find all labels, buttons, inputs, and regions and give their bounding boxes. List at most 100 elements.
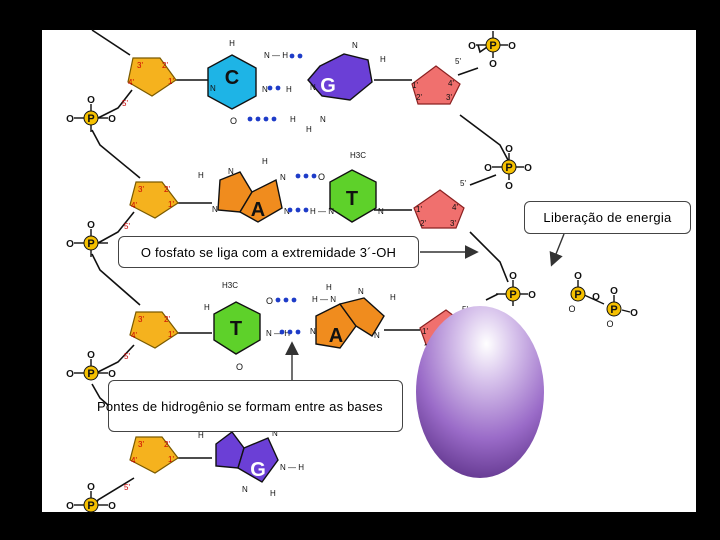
- svg-text:O: O: [236, 362, 243, 372]
- phosphate-left-4: P O O O: [66, 482, 116, 513]
- svg-text:P: P: [489, 40, 496, 52]
- svg-text:N: N: [272, 429, 278, 438]
- svg-text:1': 1': [416, 205, 422, 214]
- thymine-label: T: [346, 188, 358, 210]
- svg-text:H — N: H — N: [310, 207, 334, 216]
- svg-text:4': 4': [452, 203, 458, 212]
- svg-text:G: G: [250, 459, 266, 481]
- svg-text:3': 3': [446, 93, 452, 102]
- base-pair-cg-1: C G H N — H N N O H H H N H N N: [207, 39, 386, 134]
- svg-text:1': 1': [168, 455, 174, 464]
- svg-text:N — H: N — H: [264, 51, 288, 60]
- svg-text:4': 4': [131, 456, 137, 465]
- svg-text:H: H: [380, 55, 386, 64]
- phosphate-right-2: P O O O O: [484, 144, 532, 192]
- svg-text:H: H: [306, 125, 312, 134]
- svg-text:1': 1': [422, 327, 428, 336]
- svg-text:N: N: [358, 287, 364, 296]
- svg-text:O: O: [318, 172, 325, 182]
- svg-text:2': 2': [164, 185, 170, 194]
- svg-text:P: P: [87, 113, 94, 125]
- svg-text:O: O: [505, 144, 513, 155]
- svg-text:N: N: [374, 331, 380, 340]
- left-sugar-4: 3' 2' 4' 1' 5': [124, 436, 179, 492]
- base-pair-ta-1: T H3C H O N — H O A H — N H N H N N: [204, 281, 396, 372]
- svg-text:5': 5': [122, 99, 128, 108]
- callout-hydrogen-bonds-text: Pontes de hidrogênio se formam entre as …: [97, 398, 383, 414]
- svg-text:2': 2': [164, 315, 170, 324]
- svg-text:N: N: [210, 84, 216, 93]
- svg-text:O: O: [508, 41, 516, 52]
- svg-text:O: O: [606, 319, 613, 329]
- svg-text:N: N: [284, 207, 290, 216]
- svg-text:N: N: [212, 205, 218, 214]
- callout-energy-release: Liberação de energia: [524, 201, 691, 234]
- svg-text:O: O: [66, 501, 74, 512]
- hbonds-cg-1: [247, 53, 303, 122]
- svg-text:O: O: [630, 308, 638, 319]
- svg-text:O: O: [87, 482, 95, 493]
- svg-text:H: H: [229, 39, 235, 48]
- callout-hydrogen-bonds: Pontes de hidrogênio se formam entre as …: [97, 380, 403, 432]
- glycosidic-bonds: [176, 79, 420, 459]
- svg-text:1': 1': [168, 330, 174, 339]
- svg-text:N: N: [378, 207, 384, 216]
- svg-text:H: H: [262, 157, 268, 166]
- svg-text:N: N: [242, 485, 248, 494]
- hbonds-at-1: [287, 173, 317, 213]
- base-pair-at-1: A T H3C H N N H N N O H — N N: [198, 151, 384, 223]
- svg-text:4': 4': [131, 201, 137, 210]
- svg-text:O: O: [574, 271, 582, 282]
- phosphate-left-2: P O O: [66, 220, 108, 257]
- svg-text:O: O: [484, 163, 492, 174]
- phosphate-left-1: P O O O: [66, 95, 116, 132]
- svg-text:O: O: [592, 292, 600, 303]
- svg-text:N: N: [310, 83, 316, 92]
- label-3prime: 3': [137, 61, 143, 70]
- svg-text:2': 2': [164, 440, 170, 449]
- svg-text:5': 5': [124, 222, 130, 231]
- phosphate-right-3: P O O: [496, 271, 536, 306]
- svg-text:H: H: [326, 283, 332, 292]
- svg-text:H — N: H — N: [312, 295, 336, 304]
- svg-text:P: P: [574, 289, 581, 301]
- svg-text:4': 4': [128, 78, 134, 87]
- arrow-energy: [549, 233, 565, 267]
- svg-text:O: O: [108, 369, 116, 380]
- right-backbone: [457, 44, 509, 301]
- svg-text:O: O: [524, 163, 532, 174]
- svg-text:O: O: [468, 41, 476, 52]
- svg-text:A: A: [329, 325, 343, 347]
- svg-text:H: H: [270, 489, 276, 498]
- svg-text:H: H: [198, 171, 204, 180]
- phosphate-left-3: P O O O: [66, 350, 116, 381]
- svg-text:2': 2': [162, 61, 168, 70]
- svg-text:O: O: [568, 304, 575, 314]
- svg-text:1': 1': [168, 77, 174, 86]
- svg-text:2': 2': [416, 93, 422, 102]
- svg-text:H: H: [198, 431, 204, 440]
- svg-text:O: O: [87, 350, 95, 361]
- svg-text:N: N: [262, 85, 268, 94]
- svg-text:5': 5': [124, 483, 130, 492]
- svg-text:O: O: [87, 220, 95, 231]
- polymerase-sphere: [416, 306, 544, 478]
- right-sugar-2: 5' 4' 1' 2' 3': [413, 179, 466, 229]
- svg-text:N: N: [352, 41, 358, 50]
- left-sugar-3: 3' 2' 4' 1' 5': [124, 311, 179, 361]
- svg-text:1': 1': [412, 81, 418, 90]
- left-sugar-1: 3' 2' 4' 1' 5': [122, 57, 177, 108]
- svg-text:O: O: [266, 296, 273, 306]
- callout-phosphate-bond: O fosfato se liga com a extremidade 3´-O…: [118, 236, 419, 268]
- phosphate-right-1: P O O O: [468, 31, 516, 70]
- svg-text:N — H: N — H: [266, 329, 290, 338]
- left-sugar-2: 3' 2' 4' 1' 5': [124, 181, 179, 231]
- svg-text:5': 5': [455, 57, 461, 66]
- svg-text:N: N: [280, 173, 286, 182]
- svg-text:O: O: [489, 59, 497, 70]
- svg-text:H3C: H3C: [350, 151, 366, 160]
- svg-text:O: O: [66, 239, 74, 250]
- svg-text:O: O: [509, 271, 517, 282]
- svg-text:H: H: [290, 115, 296, 124]
